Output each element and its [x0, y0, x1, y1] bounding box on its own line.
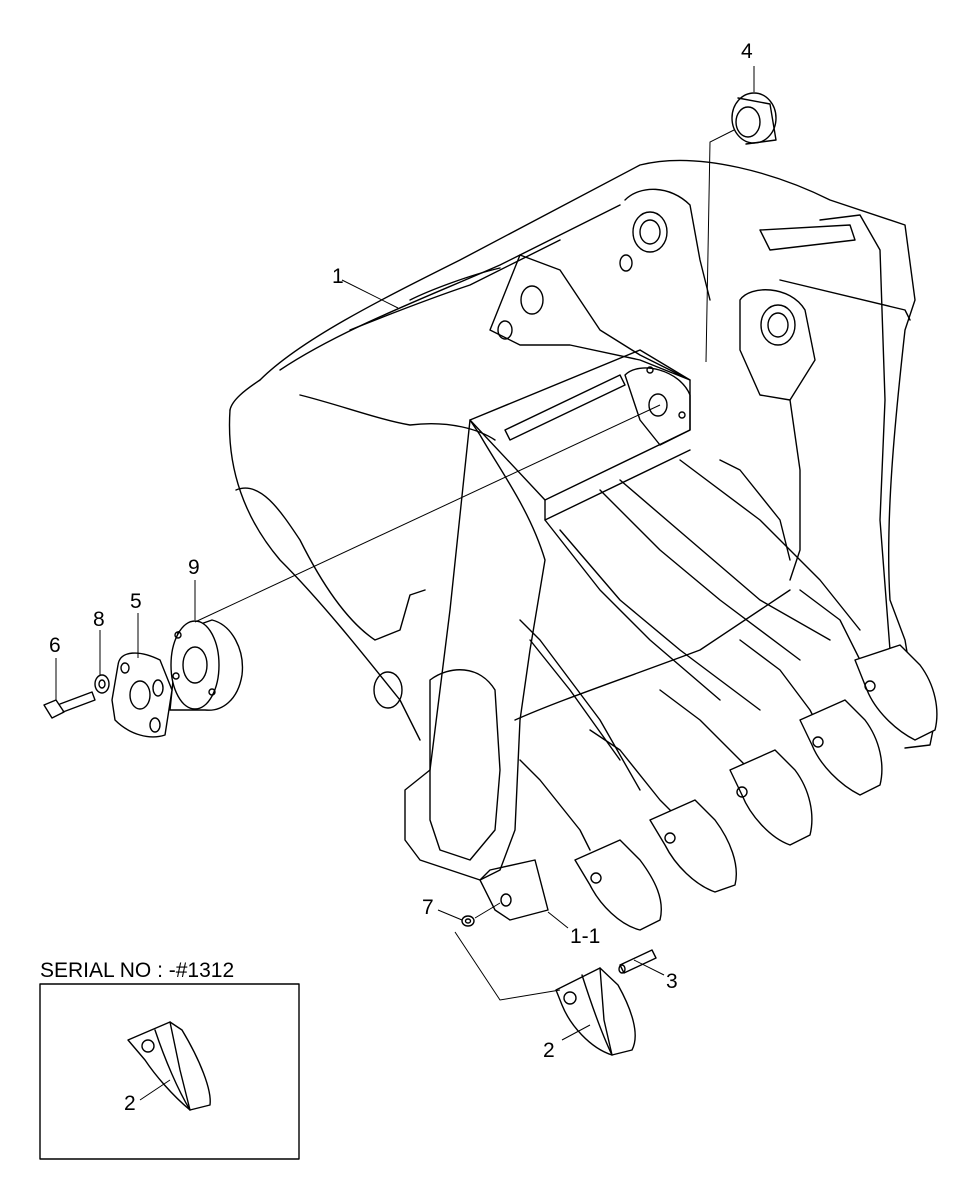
part-8-washer [94, 674, 110, 694]
inset-title: SERIAL NO : -#1312 [40, 959, 234, 982]
callout-4: 4 [741, 40, 753, 63]
inset-frame [39, 983, 300, 1160]
callout-3: 3 [666, 970, 678, 993]
callout-7: 7 [422, 896, 434, 919]
part-7-retainer-washer [461, 915, 475, 927]
callout-8: 8 [93, 608, 105, 631]
part-5-flange-plate [111, 652, 173, 738]
callout-2: 2 [543, 1039, 555, 1062]
callout-5: 5 [130, 590, 142, 613]
callout-labels: 1 4 9 5 8 6 7 1-1 3 2 [49, 40, 753, 1062]
serial-inset: SERIAL NO : -#1312 2 [39, 959, 300, 1160]
part-4-bushing [731, 92, 777, 145]
callout-1: 1 [332, 265, 344, 288]
teeth-row [574, 644, 938, 931]
callout-1-1: 1-1 [570, 925, 600, 948]
part-9-adjuster-nut [169, 619, 244, 711]
inset-tooth [127, 1021, 211, 1111]
part-6-bolt [43, 691, 96, 719]
inset-callout-2: 2 [124, 1092, 136, 1115]
leader-lines [55, 66, 755, 1041]
part-2-tooth [555, 967, 636, 1056]
callout-6: 6 [49, 634, 61, 657]
callout-9: 9 [188, 556, 200, 579]
bucket-body [228, 159, 936, 921]
